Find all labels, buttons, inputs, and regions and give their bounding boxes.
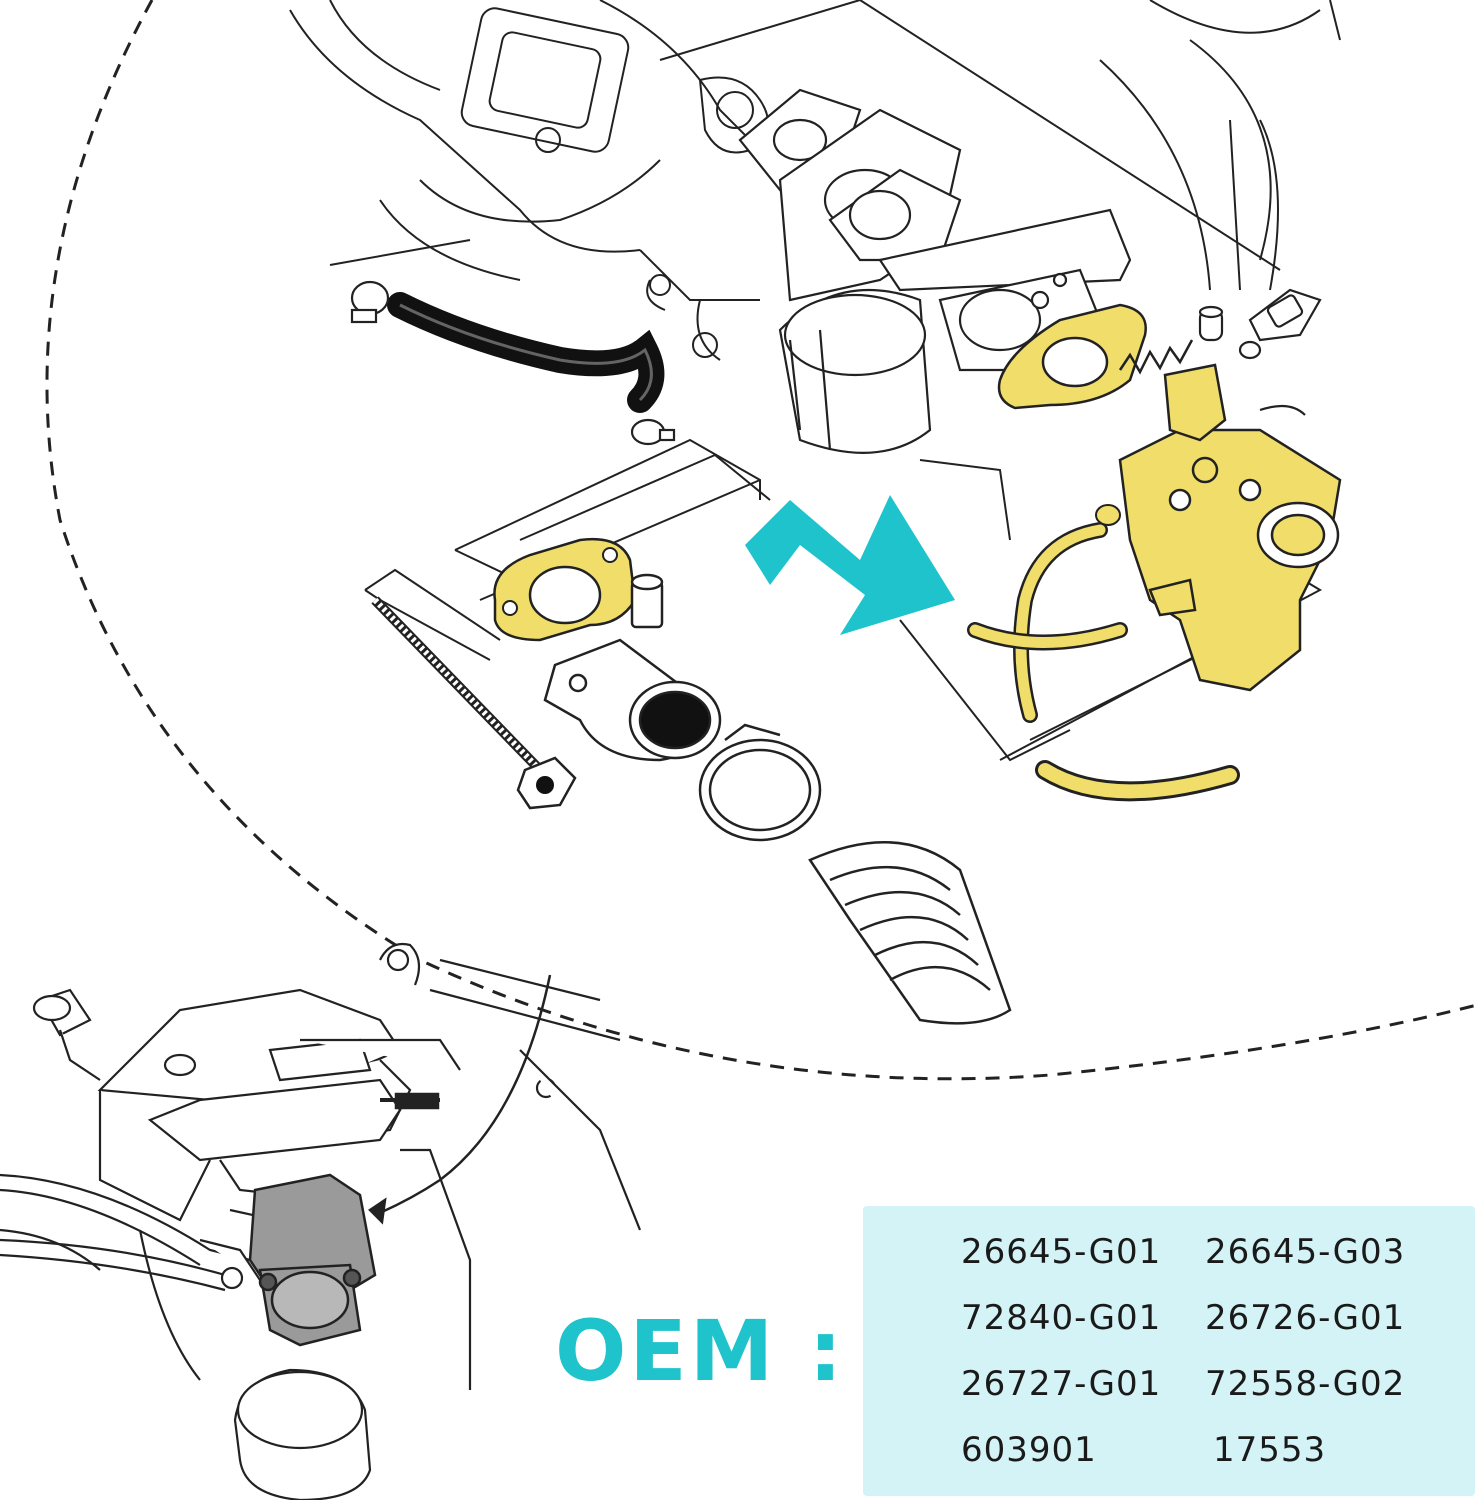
throttle-spring (1118, 339, 1194, 375)
inset-carburetor-gray (248, 1173, 377, 1347)
oem-code-panel: 26645-G01 26645-G03 72840-G01 26726-G01 … (863, 1206, 1475, 1496)
oem-code-grid: 26645-G01 26645-G03 72840-G01 26726-G01 … (961, 1228, 1425, 1474)
intake-manifold-plates (738, 88, 1132, 372)
air-cleaner-housing (778, 288, 932, 454)
carburetor-elbow (543, 573, 722, 762)
vehicle-context-inset (0, 942, 642, 1500)
breather-hose (329, 239, 665, 413)
oem-heading: OEM : (555, 1296, 845, 1406)
oem-code: 17553 (1213, 1430, 1327, 1470)
choke-linkage-parts (1198, 288, 1322, 416)
carburetor-assembly (1118, 363, 1342, 692)
oem-code: 72840-G01 (961, 1298, 1162, 1338)
oem-code: 26645-G01 (961, 1232, 1162, 1272)
inset-throttle-cable (368, 974, 552, 1225)
callout-dashed-boundary (45, 0, 1477, 1081)
oem-code: 26727-G01 (961, 1364, 1162, 1404)
fuel-line (967, 504, 1128, 723)
oem-code: 603901 (961, 1430, 1097, 1470)
oem-code: 26726-G01 (1205, 1298, 1406, 1338)
inset-fuel-line (0, 1238, 244, 1292)
mounting-bolt (371, 596, 577, 810)
hose-clamp-small (350, 280, 676, 446)
oem-heading-text: OEM : (555, 1302, 846, 1400)
intake-hose-corrugated (808, 840, 1012, 1025)
intake-clamp-rings (698, 723, 822, 842)
oem-code: 72558-G02 (1205, 1364, 1406, 1404)
direction-arrow (745, 495, 955, 635)
vent-tube (1035, 760, 1240, 802)
oem-code: 26645-G03 (1205, 1232, 1406, 1272)
flange-gasket-left (493, 537, 637, 642)
flange-gasket-right (997, 303, 1147, 410)
